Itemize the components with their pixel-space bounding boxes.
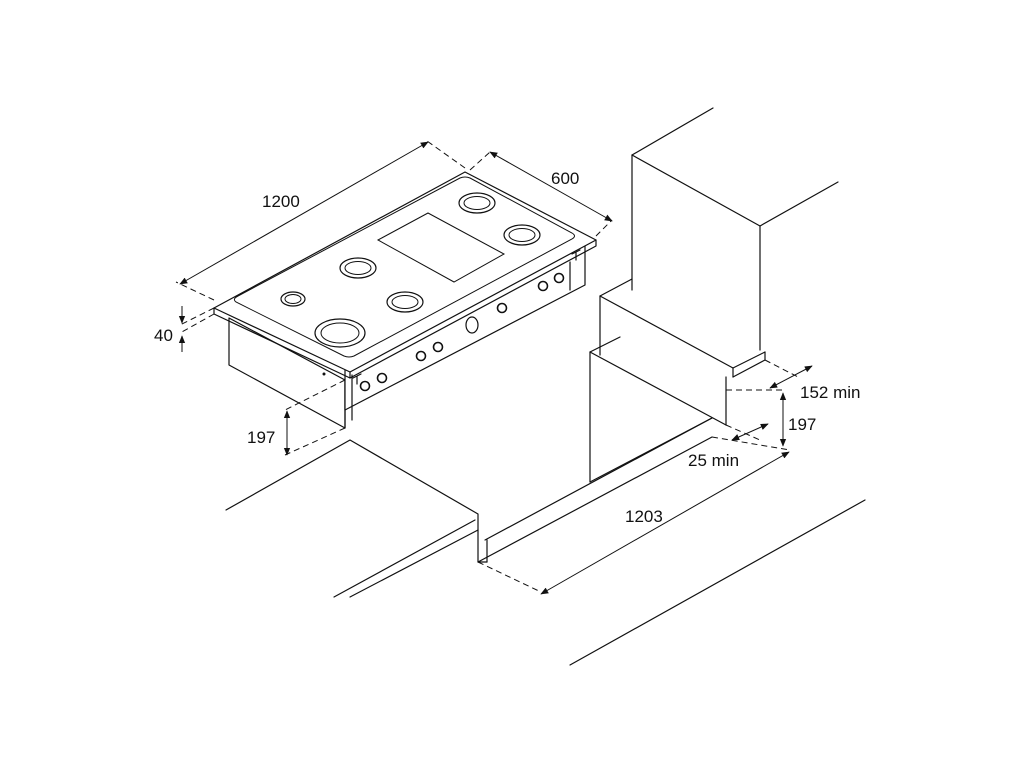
label-depth: 600 <box>551 169 579 188</box>
burner-small <box>280 291 306 307</box>
knob-7 <box>553 272 565 284</box>
label-body-height: 197 <box>247 428 275 447</box>
dim-cutout-width-line <box>540 451 790 595</box>
dimensions <box>175 140 813 595</box>
knob-5 <box>496 302 508 314</box>
knob-1 <box>359 380 371 392</box>
center-dial <box>465 316 479 334</box>
burner-right <box>503 224 541 246</box>
label-cutout-height: 197 <box>788 415 816 434</box>
label-width: 1200 <box>262 192 300 211</box>
burner-large <box>314 318 366 348</box>
glass-surface <box>233 176 575 358</box>
dimension-labels: 1200 600 40 197 152 min 197 25 min 1203 <box>154 169 860 526</box>
knob-2 <box>376 372 388 384</box>
label-thickness: 40 <box>154 326 173 345</box>
dim-width-line <box>179 141 429 285</box>
label-rear-clearance: 152 min <box>800 383 860 402</box>
label-cutout-width: 1203 <box>625 507 663 526</box>
dim-depth-line <box>489 151 613 222</box>
knob-3 <box>415 350 427 362</box>
control-knobs <box>359 272 565 392</box>
knob-6 <box>537 280 549 292</box>
knob-4 <box>432 341 444 353</box>
burner-front-center <box>386 291 424 313</box>
label-front-clearance: 25 min <box>688 451 739 470</box>
